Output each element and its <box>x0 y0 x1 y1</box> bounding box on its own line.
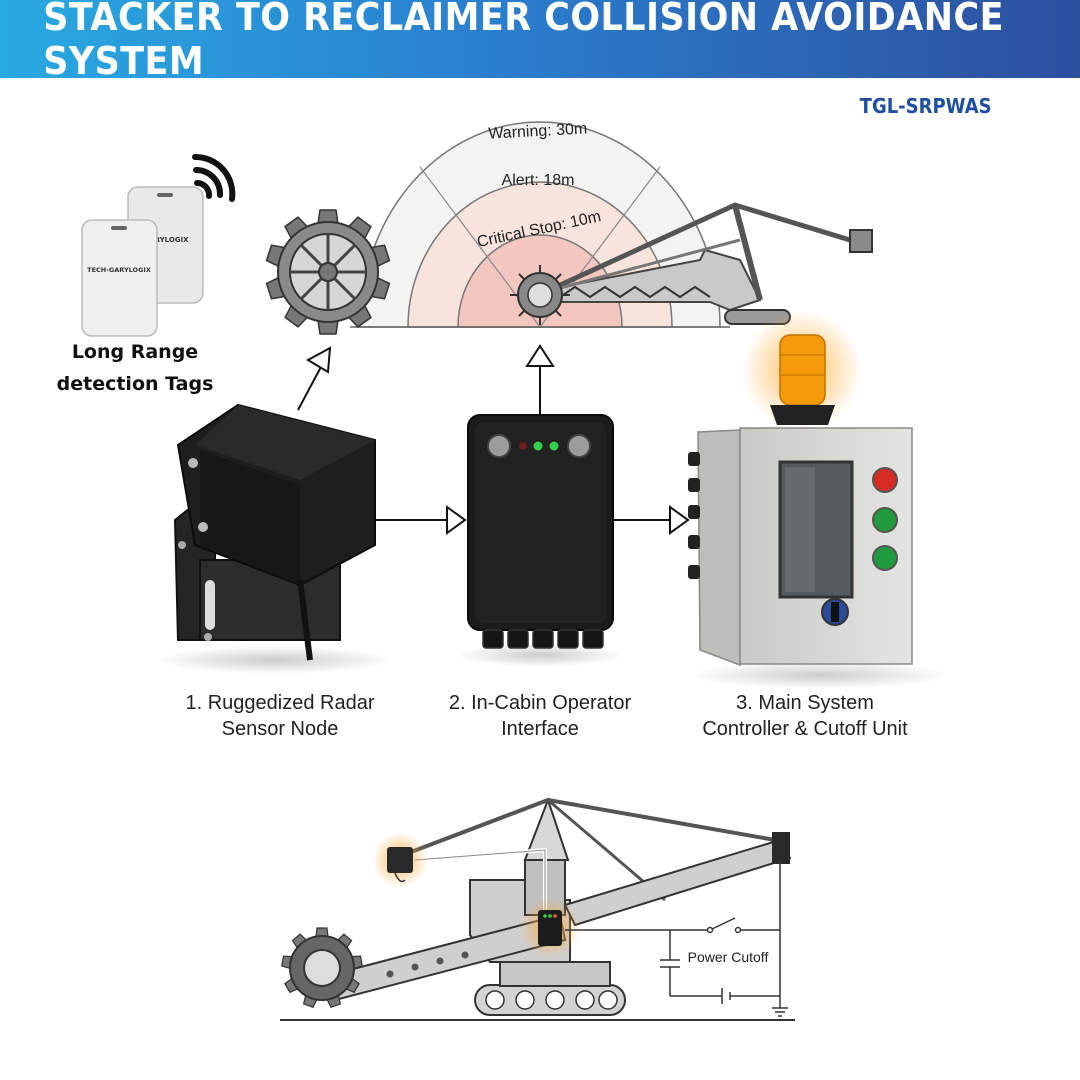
component-1-label: 1. Ruggedized Radar Sensor Node <box>160 690 400 742</box>
operator-interface <box>455 414 625 667</box>
power-cutoff-label: Power Cutoff <box>688 949 769 965</box>
green-button-1 <box>872 507 898 533</box>
status-led-green-1 <box>533 441 543 451</box>
tags-label-line1: Long Range <box>71 341 199 363</box>
page-title: STACKER TO RECLAIMER COLLISION AVOIDANCE… <box>43 0 1004 83</box>
power-cutoff-circuit <box>565 860 788 1017</box>
tag-brand-back: GARYLOGIX <box>143 236 189 244</box>
title-banner: STACKER TO RECLAIMER COLLISION AVOIDANCE… <box>0 0 1080 83</box>
component-3-line2: Controller & Cutoff Unit <box>702 718 908 740</box>
flow-arrows <box>375 505 690 535</box>
tags-label-line2: detection Tags <box>56 373 214 395</box>
wireless-signal-icon <box>192 153 236 202</box>
mini-operator-interface <box>538 910 562 946</box>
component-1-line2: Sensor Node <box>221 718 339 740</box>
reclaimer-schematic: Power Cutoff <box>280 797 795 1021</box>
component-2-line1: 2. In-Cabin Operator <box>448 692 632 714</box>
warning-beacon-icon <box>770 334 835 425</box>
tag-brand-front: TECH-GARYLOGIX <box>87 266 151 274</box>
component-2-line2: Interface <box>501 718 579 740</box>
tags-label: Long Range detection Tags <box>40 336 230 400</box>
alert-label: Alert: 18m <box>502 172 575 189</box>
tag-front: TECH-GARYLOGIX <box>81 219 158 337</box>
radar-sensor-node <box>155 403 395 674</box>
red-button <box>872 467 898 493</box>
detection-tags: GARYLOGIX TECH-GARYLOGIX <box>81 153 236 337</box>
panel-button-left <box>487 434 511 458</box>
uplink-arrows <box>297 344 555 415</box>
warning-label: Warning: 30m <box>488 120 588 142</box>
green-button-2 <box>872 545 898 571</box>
component-1-line1: 1. Ruggedized Radar <box>185 692 375 714</box>
product-code: TGL-SRPWAS <box>860 94 992 118</box>
component-2-label: 2. In-Cabin Operator Interface <box>420 690 660 742</box>
main-controller <box>688 310 950 689</box>
panel-button-right <box>567 434 591 458</box>
component-3-line1: 3. Main System <box>736 692 874 714</box>
status-led-red <box>519 442 527 450</box>
stacker-icon <box>510 202 873 325</box>
mini-radar-node <box>387 847 413 873</box>
status-led-green-2 <box>549 441 559 451</box>
component-3-label: 3. Main System Controller & Cutoff Unit <box>670 690 940 742</box>
bucket-wheel-icon <box>265 209 391 335</box>
